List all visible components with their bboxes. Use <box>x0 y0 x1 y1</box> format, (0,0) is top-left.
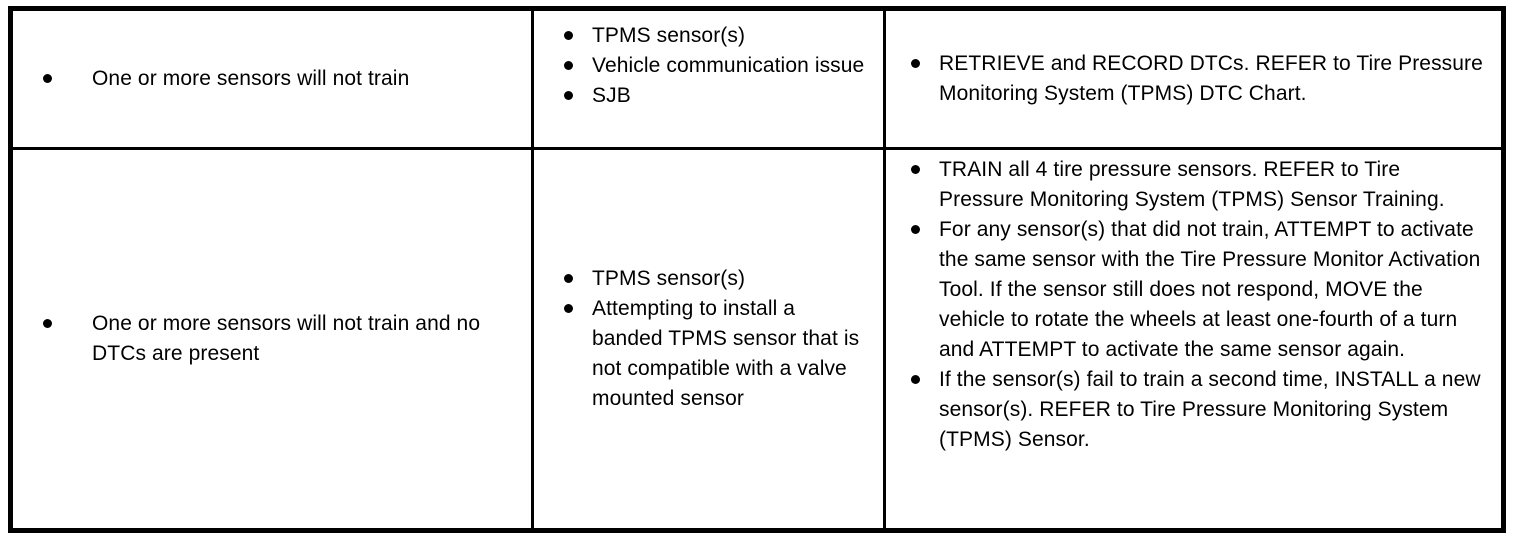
list-item: If the sensor(s) fail to train a second … <box>906 365 1500 455</box>
actions-bullet-list: TRAIN all 4 tire pressure sensors. REFER… <box>886 150 1500 455</box>
list-item: One or more sensors will not train <box>35 64 531 94</box>
bullet-dot-icon <box>564 91 573 100</box>
list-item: RETRIEVE and RECORD DTCs. REFER to Tire … <box>906 49 1500 109</box>
table-cell-actions: RETRIEVE and RECORD DTCs. REFER to Tire … <box>886 11 1500 147</box>
sources-bullet-list: TPMS sensor(s) Attempting to install a b… <box>534 264 883 414</box>
list-item: Attempting to install a banded TPMS sens… <box>556 294 883 414</box>
list-item-text: If the sensor(s) fail to train a second … <box>939 368 1481 451</box>
list-item: TPMS sensor(s) <box>556 21 883 51</box>
list-item-text: RETRIEVE and RECORD DTCs. REFER to Tire … <box>939 52 1483 105</box>
list-item-text: TPMS sensor(s) <box>592 267 746 290</box>
table-row: One or more sensors will not train TPMS … <box>13 11 1501 150</box>
actions-bullet-list: RETRIEVE and RECORD DTCs. REFER to Tire … <box>886 49 1500 109</box>
bullet-dot-icon <box>564 31 573 40</box>
bullet-dot-icon <box>911 59 920 68</box>
list-item: Vehicle communication issue <box>556 51 883 81</box>
symptom-bullet-list: One or more sensors will not train and n… <box>13 309 531 369</box>
bullet-dot-icon <box>911 225 920 234</box>
bullet-dot-icon <box>43 319 52 328</box>
list-item-text: Vehicle communication issue <box>592 54 865 77</box>
list-item-text: TPMS sensor(s) <box>592 24 746 47</box>
table-row: One or more sensors will not train and n… <box>13 150 1501 528</box>
list-item-text: For any sensor(s) that did not train, AT… <box>939 218 1481 361</box>
list-item-text: Attempting to install a banded TPMS sens… <box>592 297 860 410</box>
list-item-text: One or more sensors will not train <box>92 67 410 90</box>
table-cell-symptom: One or more sensors will not train and n… <box>13 150 534 528</box>
bullet-dot-icon <box>564 61 573 70</box>
bullet-dot-icon <box>911 375 920 384</box>
bullet-dot-icon <box>911 165 920 174</box>
bullet-dot-icon <box>564 304 573 313</box>
list-item-text: SJB <box>592 84 631 107</box>
list-item: TRAIN all 4 tire pressure sensors. REFER… <box>906 155 1500 215</box>
list-item: SJB <box>556 81 883 111</box>
sources-bullet-list: TPMS sensor(s) Vehicle communication iss… <box>534 11 883 111</box>
list-item-text: One or more sensors will not train and n… <box>92 312 481 365</box>
diagnostic-symptom-table: One or more sensors will not train TPMS … <box>8 6 1506 533</box>
table-cell-actions: TRAIN all 4 tire pressure sensors. REFER… <box>886 150 1500 528</box>
list-item: One or more sensors will not train and n… <box>35 309 531 369</box>
bullet-dot-icon <box>43 74 52 83</box>
bullet-dot-icon <box>564 274 573 283</box>
table-cell-sources: TPMS sensor(s) Vehicle communication iss… <box>534 11 886 147</box>
symptom-bullet-list: One or more sensors will not train <box>13 64 531 94</box>
table-cell-symptom: One or more sensors will not train <box>13 11 534 147</box>
list-item-text: TRAIN all 4 tire pressure sensors. REFER… <box>939 158 1445 211</box>
table-cell-sources: TPMS sensor(s) Attempting to install a b… <box>534 150 886 528</box>
list-item: TPMS sensor(s) <box>556 264 883 294</box>
list-item: For any sensor(s) that did not train, AT… <box>906 215 1500 365</box>
